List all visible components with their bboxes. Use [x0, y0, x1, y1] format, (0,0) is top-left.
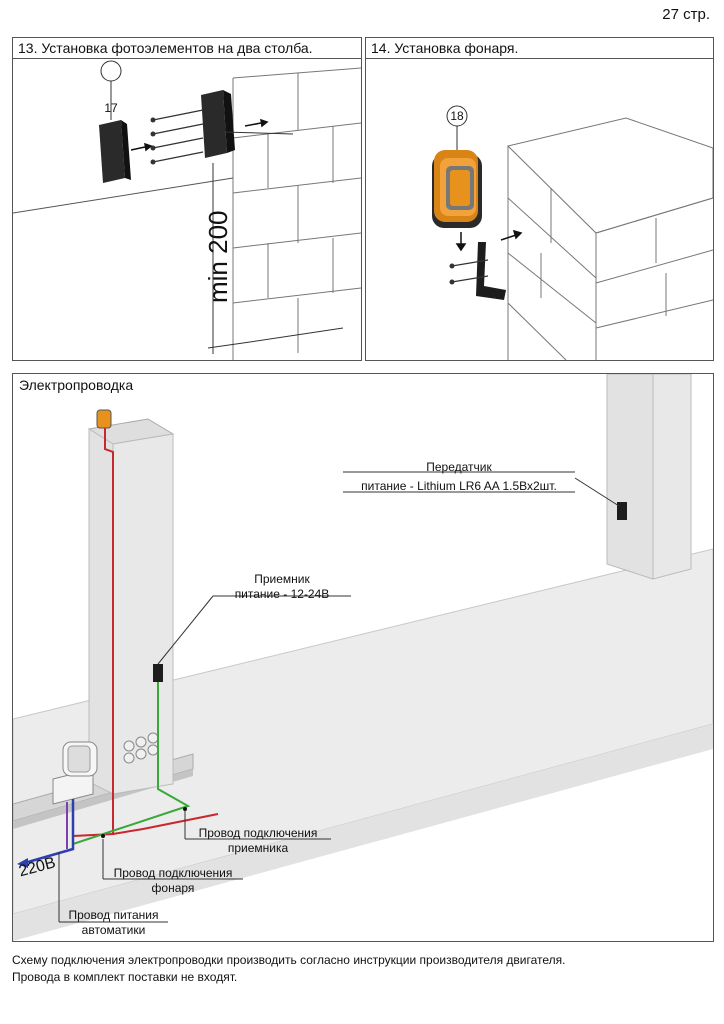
left-pillar: [87, 418, 175, 795]
transmitter-name: Передатчик: [426, 460, 492, 474]
power-wire-label: Провод питания автоматики: [59, 908, 168, 937]
receiver-wire-line1: Провод подключения: [198, 826, 318, 840]
lamp-illustration: [432, 105, 713, 360]
photocell-right: [201, 90, 235, 158]
receiver-wire-label: Провод подключения приемника: [185, 826, 331, 855]
dimension-label: min 200: [203, 210, 233, 304]
photocell-illustration: [13, 60, 361, 360]
receiver-label: Приемник питание - 12-24В: [213, 572, 351, 601]
callout-18-label: 18: [450, 109, 464, 123]
lamp-wire-label: Провод подключения фонаря: [103, 866, 243, 895]
power-wire: [27, 799, 75, 864]
warning-lamp: [432, 150, 482, 228]
lamp-icon: [96, 409, 112, 429]
brick-wall: [232, 67, 361, 360]
lamp-bracket: [476, 242, 506, 300]
receiver-device: [153, 664, 163, 682]
note-line-2: Провода в комплект поставки не входят.: [12, 970, 238, 984]
panel-photocell-installation: 13. Установка фотоэлементов на два столб…: [12, 37, 362, 361]
note-line-1: Схему подключения электропроводки произв…: [12, 953, 566, 967]
power-wire-line1: Провод питания: [68, 908, 159, 922]
gate-motor: [52, 741, 98, 805]
receiver-wire-line2: приемника: [227, 841, 289, 855]
callout-17-label: 17: [104, 101, 118, 115]
photocell-left: [99, 120, 131, 183]
transmitter-device: [617, 502, 627, 520]
lamp-wire-line1: Провод подключения: [113, 866, 233, 880]
transmitter-label: Передатчик питание - Lithium LR6 AA 1.5В…: [343, 460, 575, 493]
panel-lamp-installation: 14. Установка фонаря.: [365, 37, 714, 361]
power-wire-line2: автоматики: [81, 923, 146, 937]
panel-wiring: Электропроводка: [12, 373, 714, 942]
page-number: 27 стр.: [662, 6, 710, 23]
panel-13-title: 13. Установка фотоэлементов на два столб…: [13, 38, 361, 59]
wiring-title: Электропроводка: [19, 377, 134, 393]
transmitter-power: питание - Lithium LR6 AA 1.5Вх2шт.: [361, 479, 557, 493]
lamp-wire-line2: фонаря: [151, 881, 195, 895]
rack-segments: [123, 732, 159, 764]
receiver-name: Приемник: [254, 572, 310, 586]
receiver-wire: [72, 682, 191, 845]
right-pillar: [606, 374, 692, 580]
panel-14-title: 14. Установка фонаря.: [366, 38, 713, 59]
wiring-illustration: [13, 374, 713, 941]
lamp-wall: [507, 146, 713, 360]
receiver-power: питание - 12-24В: [234, 587, 330, 601]
callout-17-circle: [100, 60, 122, 82]
notes: Схему подключения электропроводки произв…: [12, 952, 712, 986]
